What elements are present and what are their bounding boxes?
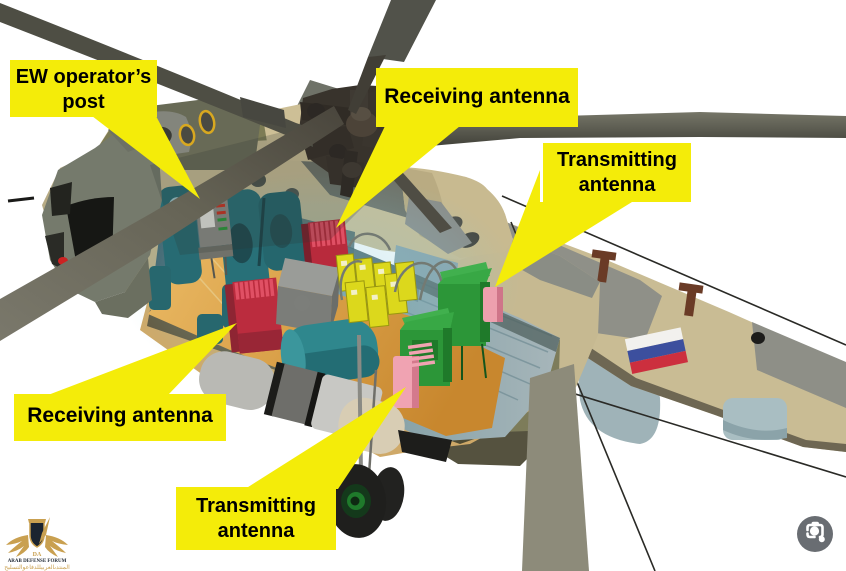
svg-text:DA: DA xyxy=(33,552,42,558)
svg-text:المنتدىالعربيللدفاعوالتسليح: المنتدىالعربيللدفاعوالتسليح xyxy=(4,564,70,571)
svg-text:ARAB DEFENSE FORUM: ARAB DEFENSE FORUM xyxy=(8,559,67,564)
